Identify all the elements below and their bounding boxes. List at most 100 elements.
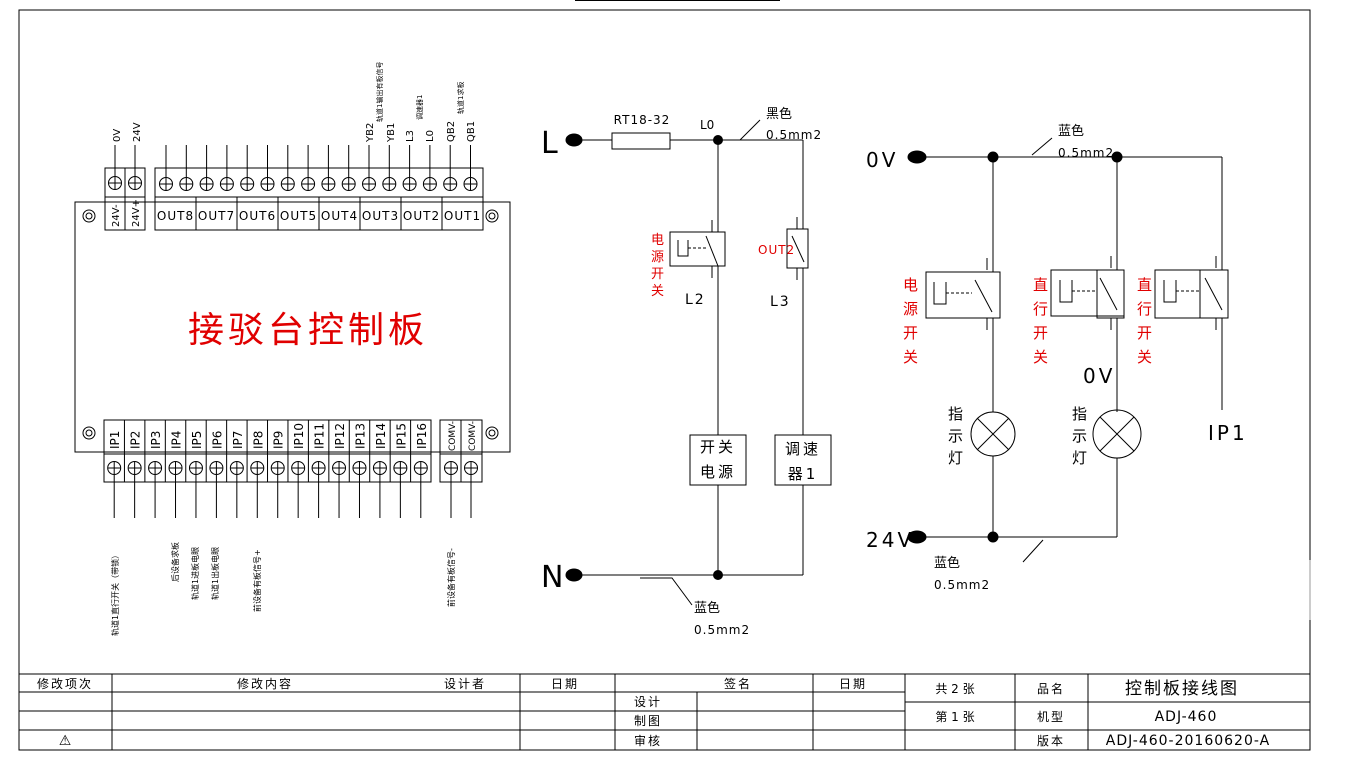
dc-ip1-label: IP1 [1208, 421, 1248, 445]
board-wire-stubs [113, 145, 472, 518]
input-terminal-label: IP3 [149, 431, 163, 449]
input-terminal-label: IP10 [292, 423, 306, 449]
input-terminal-screw [168, 461, 183, 475]
th-change-content: 修改内容 [237, 676, 293, 691]
output-terminal-label: OUT8 [157, 209, 194, 223]
input-terminal-screw [352, 461, 367, 475]
output-terminal-label: OUT2 [403, 209, 440, 223]
dc-24v-label: 24V [866, 528, 914, 552]
dc-blue-top-label: 蓝色 [1058, 123, 1084, 139]
speed-label-1: 调速 [785, 440, 821, 458]
wire-label-track1-out-eye: 轨道1出板电眼 [210, 547, 220, 600]
output-terminal-label: OUT1 [444, 209, 481, 223]
output-terminal-screw [179, 177, 194, 191]
com-terminal-labels: COMV-COMV- [448, 421, 478, 451]
l3-label: L3 [770, 294, 791, 310]
input-terminal-screw [229, 461, 244, 475]
output-terminal-label: OUT7 [198, 209, 235, 223]
power-terminal-screw [108, 176, 122, 190]
node-n [713, 570, 723, 580]
output-terminal-screw [219, 177, 234, 191]
dc-node-3 [987, 531, 999, 543]
wire-label-track1-out: 轨道1输出有板信号 [375, 62, 384, 122]
out2-label: OUT2 [758, 243, 795, 257]
product-name-label: 品名 [1037, 681, 1065, 696]
model-value: ADJ-460 [1155, 709, 1218, 725]
input-terminal-screw [188, 461, 203, 475]
output-terminal-label: OUT3 [362, 209, 399, 223]
output-terminal-screws [159, 177, 478, 191]
input-terminal-label: IP13 [353, 423, 367, 449]
psu-label-1: 开关 [700, 438, 736, 456]
warning-icon: ⚠ [59, 733, 72, 749]
model-label: 机型 [1037, 710, 1065, 724]
output-terminal-screw [159, 177, 173, 191]
svg-text:电源开关: 电源开关 [651, 233, 664, 299]
black-wire-label: 黑色 [766, 106, 792, 122]
drawing-frame [18, 9, 1311, 751]
mounting-holes [82, 209, 499, 440]
bottom-wire-labels: 轨道1直行开关（带锁） 后设备求板 轨道1进板电眼 轨道1出板电眼 前设备有板信… [110, 542, 456, 636]
role-design: 设计 [634, 695, 662, 709]
ac-power-switch-label: 电源开关 [651, 233, 664, 299]
wire-label-qb2: QB2 [446, 121, 457, 142]
dc-circuit: 0V 蓝色 0.5mm2 电源开关 指示灯 [866, 123, 1248, 592]
ac-blue-wire-size: 0.5mm2 [694, 623, 750, 637]
com-terminal-screws [444, 461, 478, 475]
node-l0-label: L0 [700, 118, 714, 132]
input-terminal-screw [270, 461, 285, 475]
wire-label-l3: L3 [405, 130, 416, 142]
com-terminal-screw [464, 461, 478, 475]
output-terminal-screw [463, 177, 478, 191]
input-terminal-screw [413, 461, 428, 475]
wire-label-24v: 24V [132, 122, 143, 142]
power-terminal-screws [108, 176, 142, 190]
input-terminal-label: IP16 [415, 423, 429, 449]
input-terminal-label: IP14 [374, 423, 388, 449]
output-terminal-screw [199, 177, 214, 191]
output-terminal-screw [402, 177, 417, 191]
wire-label-speed: 调速器1 [415, 95, 424, 120]
input-terminal-screws [107, 461, 428, 475]
dc-straight-switch-2-label: 直行开关 [1137, 276, 1152, 366]
input-terminal-label: IP8 [251, 431, 265, 449]
input-terminal-screw [148, 461, 163, 475]
version-value: ADJ-460-20160620-A [1106, 733, 1270, 749]
terminal-n-label: N [541, 560, 563, 595]
output-terminal-label: OUT4 [321, 209, 358, 223]
dc-straight-switch-1-symbol [1050, 269, 1125, 317]
input-terminal-label: IP15 [394, 423, 408, 449]
input-terminal-screw [107, 461, 122, 475]
output-terminal-screw [321, 177, 336, 191]
input-terminal-screw [393, 461, 408, 475]
ac-circuit: L RT18-32 L0 黑色 0.5mm2 电源开关 L2 OUT2 L3 [541, 106, 832, 637]
board-title: 接驳台控制板 [188, 310, 428, 351]
output-terminal-label: OUT6 [239, 209, 276, 223]
input-terminal-label: IP11 [313, 423, 327, 449]
dc-lamp-1-label: 指示灯 [948, 405, 963, 467]
wire-label-yb1: YB1 [386, 123, 397, 143]
output-terminal-screw [260, 177, 275, 191]
th-designer: 设计者 [444, 677, 486, 691]
dc-straight-switch-2-symbol [1154, 269, 1229, 319]
role-review: 审核 [634, 733, 662, 748]
wire-label-l0: L0 [425, 130, 436, 142]
output-terminal-screw [443, 177, 458, 191]
input-terminal-screw [209, 461, 224, 475]
sheet-number: 第 1 张 [935, 710, 974, 724]
output-terminal-screw [301, 177, 316, 191]
input-terminal-screw [127, 461, 142, 475]
dc-blue-bottom-size: 0.5mm2 [934, 578, 990, 592]
top-wire-labels: 0V 24V YB2 轨道1输出有板信号 YB1 L3 调速器1 L0 QB2 … [112, 62, 477, 143]
wire-label-qb1: QB1 [466, 121, 477, 142]
wire-label-front-signal-minus: 前设备有板信号- [446, 548, 456, 607]
power-terminal-screw [128, 176, 142, 190]
th-date-2: 日期 [839, 677, 867, 691]
power-terminal-label: 24V- [111, 204, 122, 227]
dc-blue-top-size: 0.5mm2 [1058, 146, 1114, 160]
input-terminal-label: IP4 [170, 431, 184, 449]
